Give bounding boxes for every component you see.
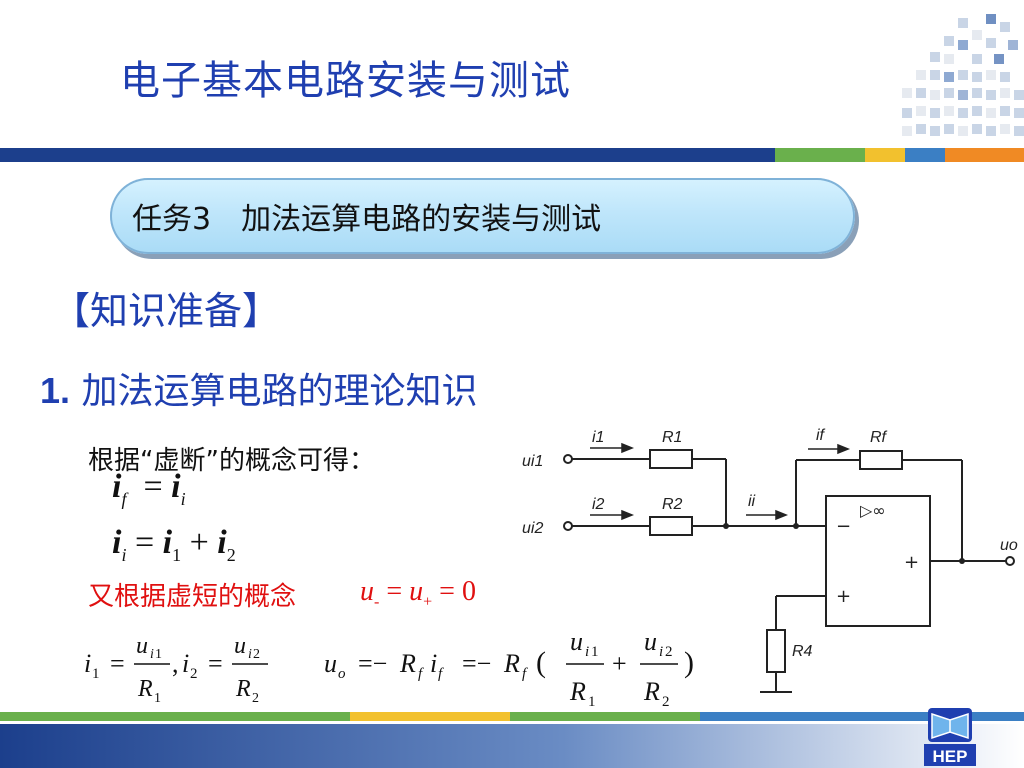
label-ui1: ui1 xyxy=(522,453,543,470)
svg-text:=−: =− xyxy=(358,649,387,678)
svg-text:(: ( xyxy=(536,646,546,679)
svg-text:R: R xyxy=(399,649,416,678)
svg-text:o: o xyxy=(338,666,346,682)
svg-text:R: R xyxy=(503,649,520,678)
svg-text:i: i xyxy=(585,644,589,660)
summing-amplifier-circuit: i1 R1 ui1 i2 R2 ui2 if Rf ii uo R4 ▷∞ − … xyxy=(522,427,1018,693)
label-if: if xyxy=(816,427,826,444)
svg-text:i: i xyxy=(84,649,91,678)
svg-text:1: 1 xyxy=(588,694,596,710)
svg-text:2: 2 xyxy=(252,691,259,706)
section-heading: 【知识准备】 xyxy=(52,289,281,333)
point-heading: 1. 加法运算电路的理论知识 xyxy=(40,362,477,414)
svg-text:1: 1 xyxy=(591,644,599,660)
svg-text:1: 1 xyxy=(92,666,100,682)
label-rf: Rf xyxy=(870,429,888,446)
task-banner-label: 任务3 加法运算电路的安装与测试 xyxy=(132,202,602,237)
svg-text:f: f xyxy=(522,666,528,682)
svg-text:1: 1 xyxy=(155,647,162,662)
label-r1: R1 xyxy=(662,429,682,446)
point-number: 1. xyxy=(40,370,71,411)
svg-text:2: 2 xyxy=(253,647,260,662)
hep-logo-text: HEP xyxy=(933,747,968,766)
virtual-short-text: 又根据虚短的概念 xyxy=(88,582,297,612)
label-uo: uo xyxy=(1000,537,1018,554)
svg-text:u: u xyxy=(570,627,583,656)
point-heading-text: 加法运算电路的理论知识 xyxy=(70,371,478,412)
svg-text:f: f xyxy=(418,666,424,682)
equation-ii-sum: ii = i1 + i2 xyxy=(112,524,236,565)
opamp-plus-output: + xyxy=(904,552,919,573)
label-i2: i2 xyxy=(592,496,605,513)
bottom-color-band xyxy=(0,710,1024,768)
svg-text:R: R xyxy=(643,677,660,706)
label-ui2: ui2 xyxy=(522,520,543,537)
decorative-pixel-grid xyxy=(902,14,1024,136)
opamp-minus: − xyxy=(836,516,851,537)
svg-text:i: i xyxy=(248,647,252,662)
label-r2: R2 xyxy=(662,496,683,513)
equation-virtual-short: u- = u+ = 0 xyxy=(360,576,476,611)
svg-text:i: i xyxy=(430,649,437,678)
svg-text:2: 2 xyxy=(662,694,670,710)
svg-text:u: u xyxy=(234,633,246,659)
svg-text:u: u xyxy=(644,627,657,656)
svg-text:2: 2 xyxy=(665,644,673,660)
hep-logo: HEP xyxy=(924,708,976,766)
svg-text:2: 2 xyxy=(190,666,198,682)
opamp-symbol: ▷∞ xyxy=(860,501,886,520)
svg-text:R: R xyxy=(137,676,153,702)
opamp-plus-input: + xyxy=(836,586,851,607)
slide-title: 电子基本电路安装与测试 xyxy=(120,58,571,104)
label-i1: i1 xyxy=(592,429,604,446)
svg-text:,: , xyxy=(172,649,179,678)
svg-text:=: = xyxy=(110,649,125,678)
label-r4: R4 xyxy=(792,643,813,660)
svg-text:1: 1 xyxy=(154,691,161,706)
top-color-band xyxy=(0,148,1024,162)
equation-if-equals-ii: if = ii xyxy=(112,468,186,509)
task-banner xyxy=(110,178,855,254)
svg-text:u: u xyxy=(324,649,337,678)
svg-text:i: i xyxy=(182,649,189,678)
svg-text:R: R xyxy=(235,676,251,702)
svg-text:u: u xyxy=(136,633,148,659)
svg-text:R: R xyxy=(569,677,586,706)
svg-text:i: i xyxy=(659,644,663,660)
svg-text:i: i xyxy=(150,647,154,662)
label-ii: ii xyxy=(748,493,756,510)
svg-text:+: + xyxy=(612,649,627,678)
svg-text:): ) xyxy=(684,646,694,679)
svg-text:f: f xyxy=(438,666,444,682)
intro-text: 根据“虚断”的概念可得： xyxy=(88,446,375,476)
svg-text:=: = xyxy=(208,649,223,678)
svg-text:=−: =− xyxy=(462,649,491,678)
